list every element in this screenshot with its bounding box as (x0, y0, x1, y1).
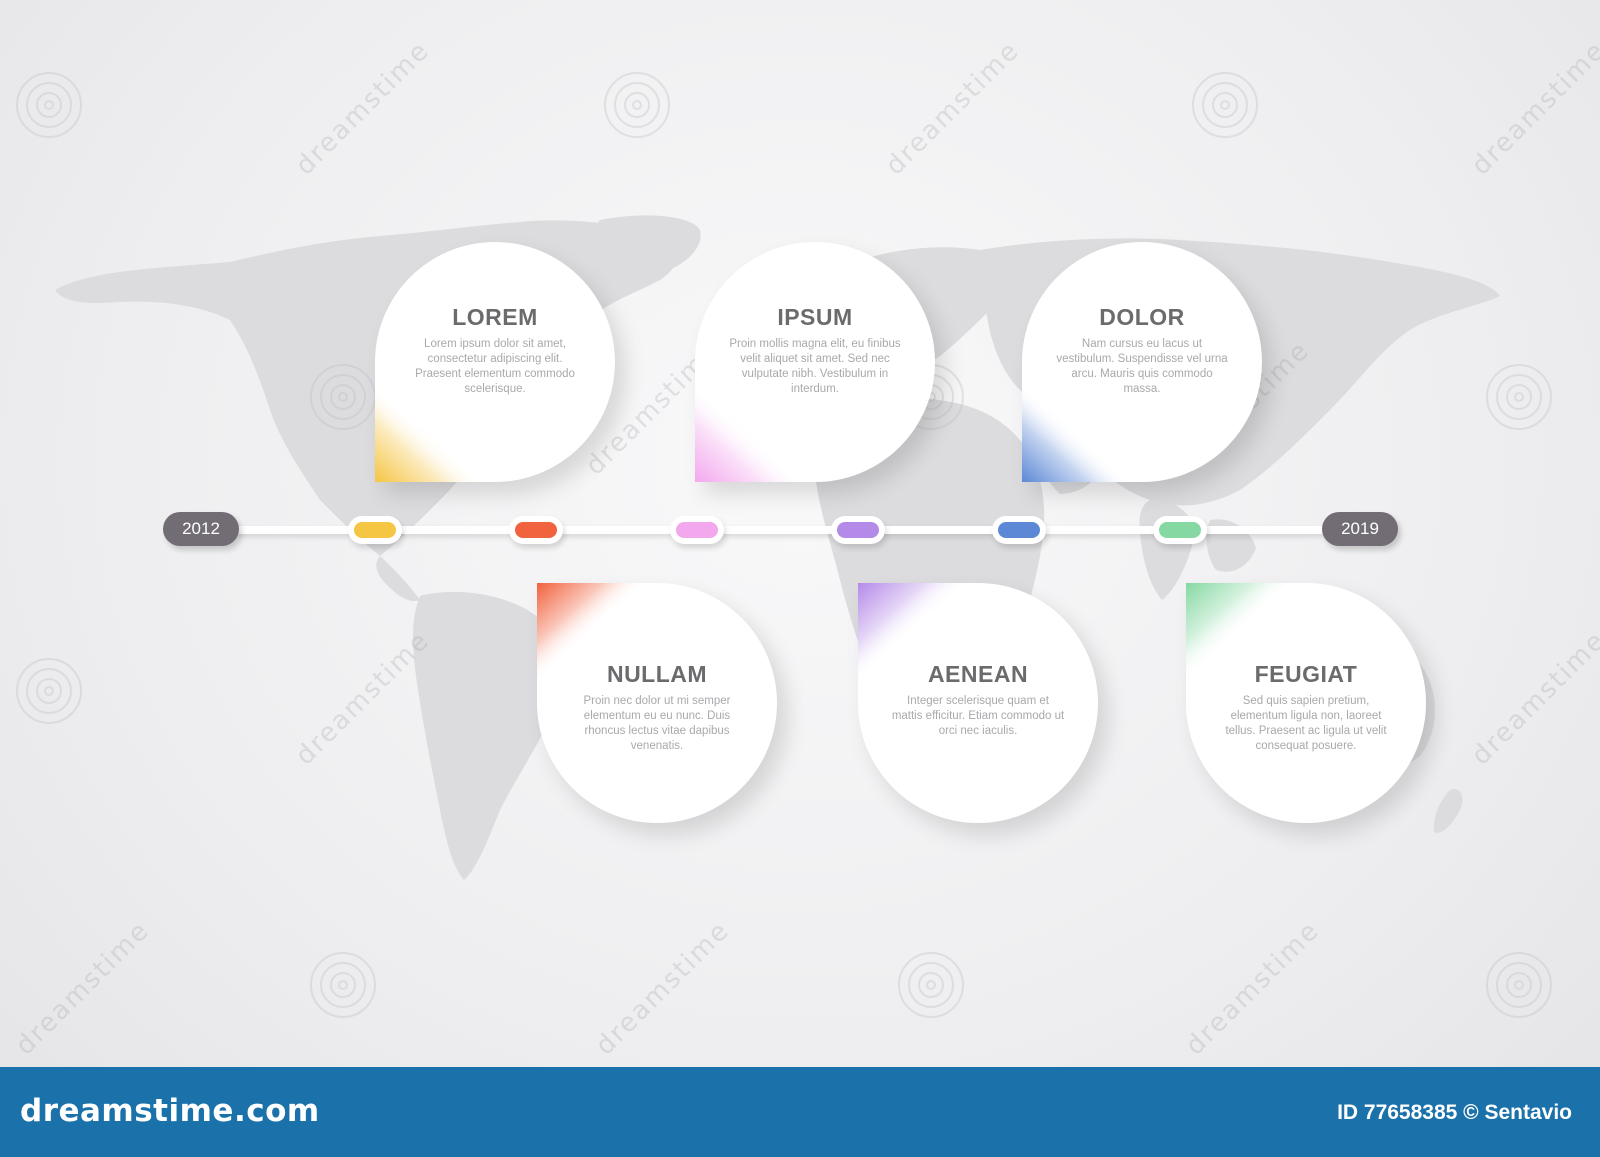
step-title: IPSUM (777, 304, 853, 330)
marker-dot (515, 522, 557, 538)
watermark-spiral-icon (310, 952, 376, 1018)
timeline-marker-3[interactable] (670, 516, 724, 544)
marker-dot (354, 522, 396, 538)
marker-dot (837, 522, 879, 538)
step-title: AENEAN (927, 661, 1029, 687)
image-credit: ID 77658385 © Sentavio (1337, 1101, 1572, 1124)
step-description: Proin nec dolor ut mi semper elementum e… (583, 695, 731, 752)
card-accent-gradient (858, 583, 968, 683)
step-description: Sed quis sapien pretium, elementum ligul… (1225, 695, 1387, 752)
marker-dot (998, 522, 1040, 538)
step-card-lorem: LOREM Lorem ipsum dolor sit amet, consec… (375, 242, 615, 482)
end-year-pill: 2019 (1322, 512, 1398, 546)
step-card-dolor: DOLOR Nam cursus eu lacus ut vestibulum.… (1022, 242, 1262, 482)
step-title: NULLAM (606, 661, 708, 687)
watermark-spiral-icon (16, 658, 82, 724)
card-accent-gradient (375, 382, 485, 482)
watermark-spiral-icon (1192, 72, 1258, 138)
step-title: DOLOR (1099, 304, 1185, 330)
step-description: Proin mollis magna elit, eu finibus veli… (729, 338, 901, 395)
step-card-feugiat: FEUGIAT Sed quis sapien pretium, element… (1186, 583, 1426, 823)
timeline-marker-6[interactable] (1153, 516, 1207, 544)
timeline-marker-4[interactable] (831, 516, 885, 544)
brand-logo[interactable]: dreamstime.com (20, 1093, 320, 1129)
footer-bar: dreamstime.com ID 77658385 © Sentavio (0, 1067, 1600, 1157)
step-title: FEUGIAT (1254, 661, 1358, 687)
watermark-spiral-icon (604, 72, 670, 138)
start-year-pill: 2012 (163, 512, 239, 546)
step-description: Integer scelerisque quam et mattis effic… (891, 695, 1065, 737)
infographic-canvas: dreamstime dreamstime dreamstime dreamst… (10, 35, 1600, 1061)
watermark-spiral-icon (310, 364, 376, 430)
timeline-marker-5[interactable] (992, 516, 1046, 544)
step-title: LOREM (452, 304, 538, 330)
marker-dot (1159, 522, 1201, 538)
step-card-aenean: AENEAN Integer scelerisque quam et matti… (858, 583, 1098, 823)
timeline-marker-2[interactable] (509, 516, 563, 544)
watermark-spiral-icon (898, 952, 964, 1018)
watermark-spiral-icon (16, 72, 82, 138)
step-card-ipsum: IPSUM Proin mollis magna elit, eu finibu… (695, 242, 935, 482)
timeline-line (235, 526, 1325, 534)
step-description: Lorem ipsum dolor sit amet, consectetur … (415, 338, 575, 395)
marker-dot (676, 522, 718, 538)
watermark-spiral-icon (1486, 952, 1552, 1018)
card-accent-gradient (1022, 382, 1132, 482)
timeline-marker-1[interactable] (348, 516, 402, 544)
card-accent-gradient (537, 583, 647, 683)
step-description: Nam cursus eu lacus ut vestibulum. Suspe… (1056, 338, 1228, 395)
step-card-nullam: NULLAM Proin nec dolor ut mi semper elem… (537, 583, 777, 823)
card-accent-gradient (1186, 583, 1296, 683)
watermark-spiral-icon (1486, 364, 1552, 430)
card-accent-gradient (695, 382, 805, 482)
